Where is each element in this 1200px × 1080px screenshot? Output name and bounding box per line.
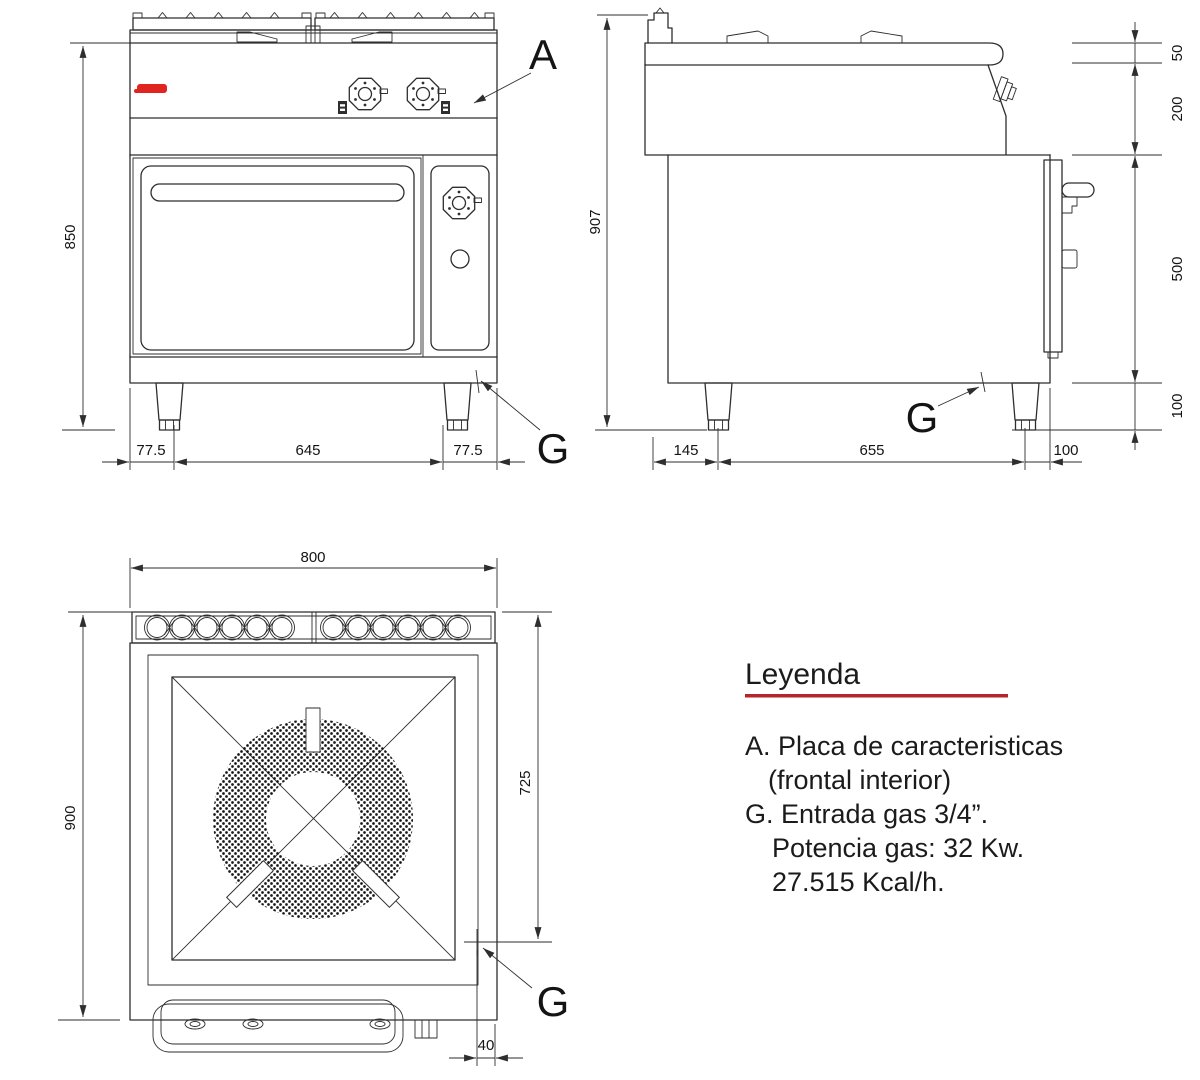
dim-side-feet-span: 655 [859,442,884,459]
side-body-outline [667,154,1051,384]
control-band-profile [644,64,1051,156]
front-body-outline [129,29,498,384]
side-door-handle [1061,182,1095,214]
legend-item-a-line2: (frontal interior) [768,765,951,795]
side-height-dimension: 907 [587,14,707,431]
brand-logo [134,84,167,93]
worktop-profile [644,42,1004,66]
side-back-foot [704,382,733,431]
oven-button-icon [450,249,470,269]
dim-front-right-offset: 77.5 [453,442,482,459]
callout-a: A [473,31,557,104]
legend-item-a-line1: A. Placa de caracteristicas [745,731,1063,761]
oven-door-handle [150,183,405,202]
side-front-foot [1011,382,1040,431]
front-view: 850 77.5 645 77.5 A G [62,12,570,472]
gas-fitting-icon [414,1019,438,1039]
gas-depth-dimension: 725 [486,611,552,943]
legend: Leyenda A. Placa de caracteristicas (fro… [745,658,1063,897]
front-left-foot [155,382,184,431]
front-width-dimensions: 77.5 645 77.5 [102,388,525,470]
dim-side-height: 907 [587,209,604,234]
legend-underline [745,694,1008,698]
callout-g-top: G [482,947,570,1025]
callout-a-label: A [529,31,557,78]
legend-title: Leyenda [745,658,860,691]
side-door-edge [1043,159,1063,353]
side-hinge-icon [1061,249,1078,269]
dim-front-height: 850 [62,224,79,249]
legend-item-g-line2: Potencia gas: 32 Kw. [772,833,1024,863]
side-knob-icon [992,76,1017,103]
side-bottom-dimensions: 145 655 100 [652,388,1082,470]
top-worktop-outline [147,654,479,986]
side-grate-foot-icon [726,30,769,44]
dim-side-panel: 200 [1169,96,1186,121]
side-door-foot [1047,351,1059,359]
front-grate-icon [132,12,495,31]
front-burner-heads-icon [236,25,393,44]
legend-item-g-line1: G. Entrada gas 3/4”. [745,799,988,829]
dim-top-width: 800 [300,549,325,566]
front-height-dimension: 850 [62,42,133,431]
dim-front-left-offset: 77.5 [136,442,165,459]
dim-top-depth: 900 [62,805,79,830]
callout-g-label: G [906,394,939,441]
back-rail-profile [647,12,673,44]
igniter-button-icon [441,101,450,114]
dim-side-front-offset: 100 [1053,442,1078,459]
dim-gas-depth: 725 [517,770,534,795]
dim-side-top: 50 [1169,45,1186,62]
callout-g-front: G [475,369,570,472]
top-depth-dimension: 900 [58,611,134,1021]
front-right-foot [443,382,472,431]
dim-gas-offset: 40 [478,1037,495,1054]
burner-knob-icon [406,77,447,111]
burner-ring-icon [213,707,413,919]
gas-offset-dimension: 40 [449,950,523,1066]
igniter-button-icon [338,101,347,114]
dim-side-body: 500 [1169,256,1186,281]
back-rail-tab [655,7,665,14]
callout-g-label: G [537,978,570,1025]
dim-side-back-offset: 145 [673,442,698,459]
side-grate-foot-icon [860,30,903,44]
back-vent-strip [131,611,496,644]
oven-door [132,157,422,355]
callout-g-label: G [537,425,570,472]
burner-knob-icon [348,77,389,111]
side-view: 907 50 200 500 100 [587,7,1186,470]
side-right-dimensions: 50 200 500 100 [1012,22,1186,450]
front-side-panel [422,154,490,358]
burner-pan [171,676,456,961]
top-width-dimension: 800 [129,549,498,608]
top-door-handle [152,999,438,1053]
top-view: 800 [58,549,569,1066]
oven-knob-icon [442,186,483,220]
dim-front-feet-span: 645 [295,442,320,459]
callout-g-side: G [906,371,986,441]
gas-inlet-mark [464,929,491,956]
top-body-outline [129,642,498,1021]
legend-item-g-line3: 27.515 Kcal/h. [772,867,945,897]
dim-side-feet: 100 [1169,393,1186,418]
